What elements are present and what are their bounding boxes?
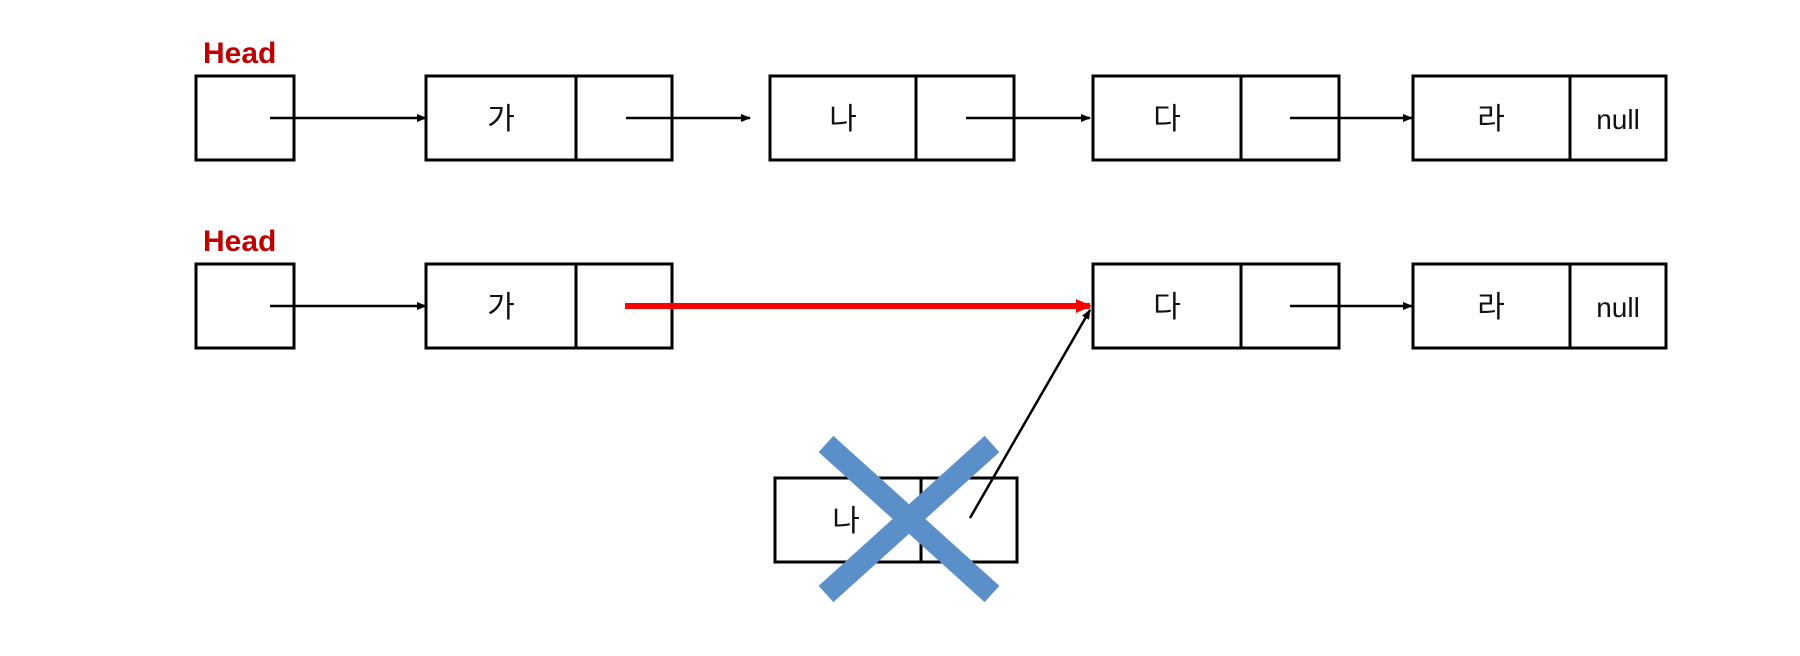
node-value: 가 — [487, 290, 515, 325]
node-value: 나 — [829, 102, 857, 137]
cross-stroke-2 — [818, 435, 1000, 603]
node-value: 다 — [1153, 102, 1181, 137]
node-value: 나 — [832, 504, 860, 539]
node-value: 라 — [1477, 102, 1505, 137]
node-box — [1411, 74, 1668, 162]
head-label-bottom: Head — [203, 225, 276, 258]
node-value: 라 — [1477, 290, 1505, 325]
top-linked-list: Head 가 나 다 라 null — [194, 37, 1668, 162]
arrow-removed-node-to-node-2 — [968, 309, 1092, 519]
null-pointer-label: null — [1596, 292, 1640, 323]
node-3-bottom: 라 null — [1411, 262, 1668, 350]
delete-cross-icon — [818, 435, 1000, 603]
head-label-top: Head — [203, 37, 276, 70]
bottom-linked-list: Head 가 다 라 null 나 — [194, 225, 1668, 603]
node-value: 다 — [1153, 290, 1181, 325]
node-box — [1411, 262, 1668, 350]
null-pointer-label: null — [1596, 104, 1640, 135]
node-4-top: 라 null — [1411, 74, 1668, 162]
node-value: 가 — [487, 102, 515, 137]
